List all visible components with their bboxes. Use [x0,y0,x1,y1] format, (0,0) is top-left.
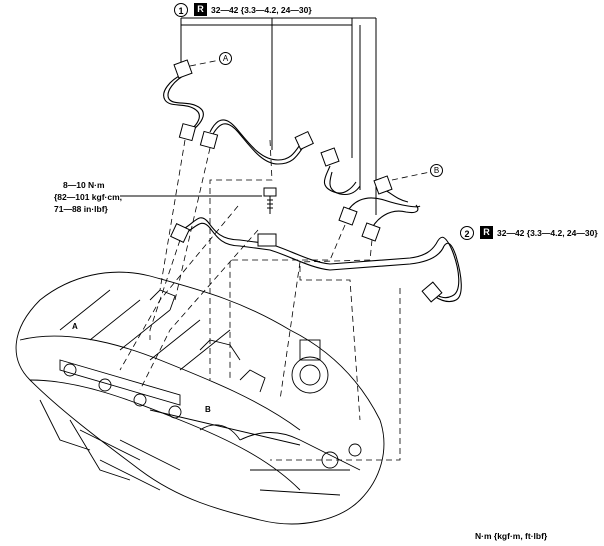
marker-b-circle: B [430,164,443,177]
callout-2-number: 2 [460,226,474,240]
fuel-pipe-upper [163,73,421,233]
retighten-icon: R [480,226,493,239]
bolt-torque-line1: 8—10 N·m [63,180,105,190]
callout-1-number: 1 [174,3,188,17]
units-note: N·m {kgf·m, ft·lbf} [475,531,548,541]
engine-marker-b: B [205,405,211,414]
engine-cylinder-head [15,271,385,525]
marker-a-circle: A [219,52,232,65]
callout-2-torque: 32—42 {3.3—4.2, 24—30} [497,228,598,238]
callout-1-leader-lines [180,17,377,215]
retighten-icon: R [194,3,207,16]
bolt-torque-line2: {82—101 kgf·cm, [54,192,123,202]
assembly-guide-lines [119,59,431,461]
bolt-torque-line3: 71—88 in·lbf} [54,204,108,214]
callout-1-torque: 32—42 {3.3—4.2, 24—30} [211,5,312,15]
flare-nuts [170,59,443,303]
clamp-bolt [120,187,277,247]
engine-marker-a: A [72,322,78,331]
